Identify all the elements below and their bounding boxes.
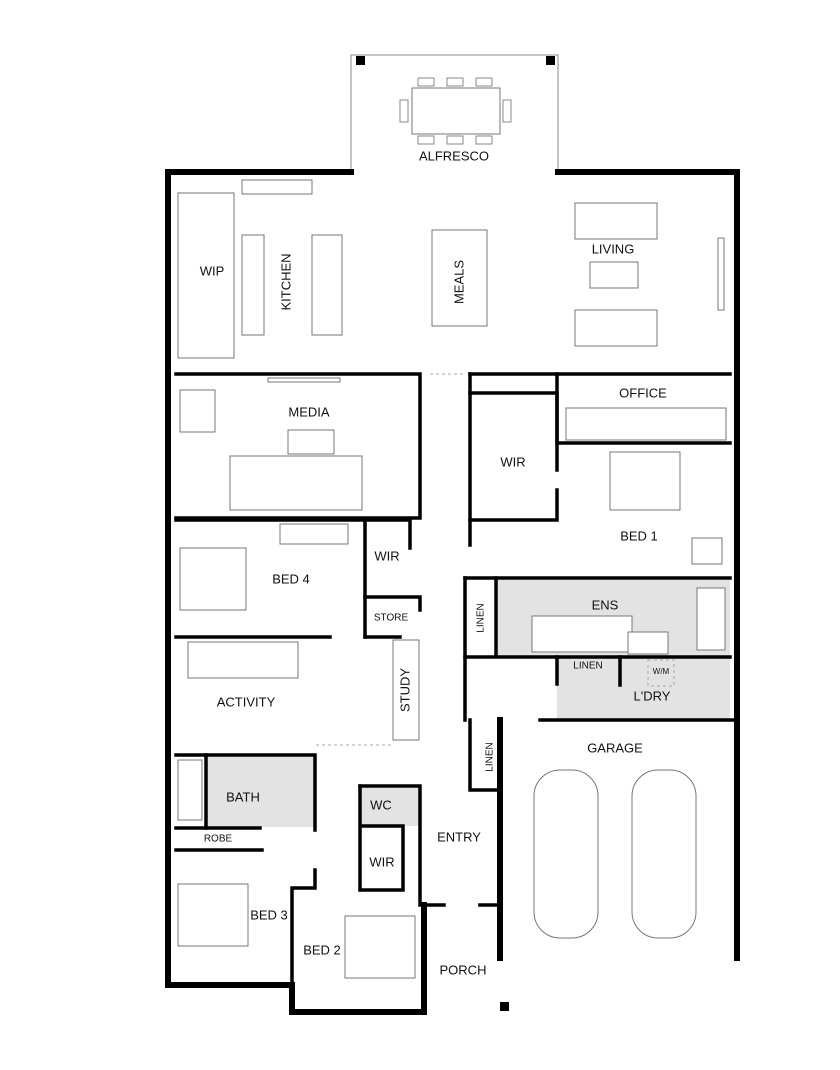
furniture [177,179,727,979]
label-bed1: BED 1 [620,528,658,543]
label-ldry: L'DRY [634,688,671,703]
label-wir-bed4: WIR [374,548,399,563]
alfresco-area [350,54,559,172]
label-wc: WC [370,797,392,812]
label-living: LIVING [592,241,635,256]
label-study: STUDY [397,668,412,712]
label-bath: BATH [226,789,260,804]
label-media: MEDIA [288,404,330,419]
label-linen-ens: LINEN [476,603,487,632]
label-entry: ENTRY [437,829,481,844]
label-porch: PORCH [440,962,487,977]
label-robe: ROBE [204,834,233,845]
porch-post [500,1002,509,1011]
label-wir-master: WIR [500,454,525,469]
label-meals: MEALS [451,260,466,304]
label-office: OFFICE [619,385,667,400]
label-ens: ENS [592,597,619,612]
label-wip: WIP [200,263,225,278]
label-alfresco: ALFRESCO [419,148,489,163]
label-linen-garage: LINEN [485,742,496,771]
label-garage: GARAGE [587,740,643,755]
label-wir-bed2: WIR [369,854,394,869]
walls [165,169,740,1015]
label-bed3: BED 3 [250,907,288,922]
label-store: STORE [374,613,409,624]
label-bed2: BED 2 [303,942,341,957]
room-labels: ALFRESCO WIP KITCHEN MEALS LIVING MEDIA … [200,148,671,977]
label-activity: ACTIVITY [217,694,276,709]
label-bed4: BED 4 [272,571,310,586]
label-linen-ldry: LINEN [573,661,602,672]
label-wm: W/M [653,667,670,676]
label-kitchen: KITCHEN [278,253,293,310]
